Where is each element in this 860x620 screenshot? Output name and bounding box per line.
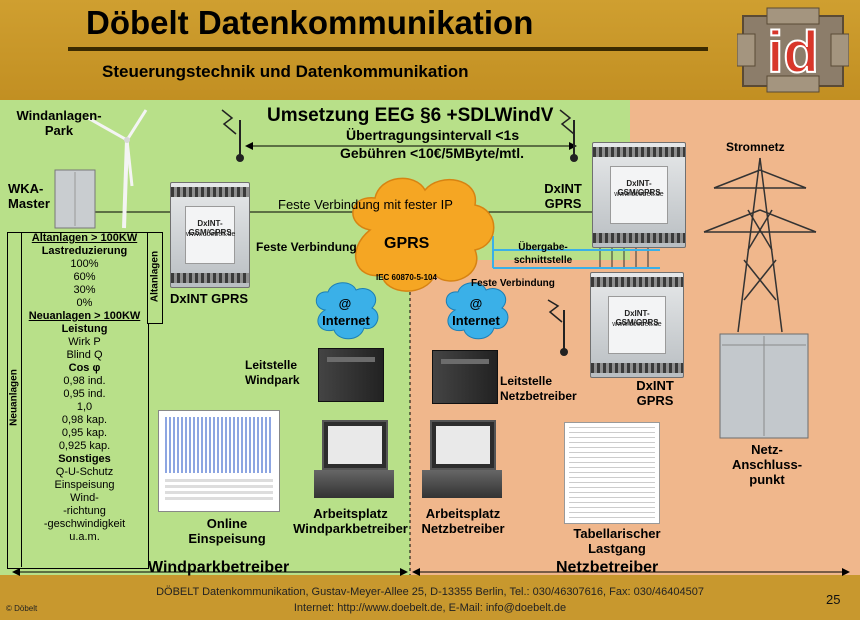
altanlagen-vertical-label: Altanlagen <box>149 250 161 303</box>
arbeitsplatz-wind-label: Arbeitsplatz Windparkbetreiber <box>293 506 408 536</box>
device-brand: DxINT-GSM/GPRS <box>617 178 661 197</box>
fees-text: Gebühren <10€/5MByte/mtl. <box>340 145 525 161</box>
device-brand: DxINT-GSM/GPRS <box>615 308 659 327</box>
cos-value: 0,925 kap. <box>58 440 111 452</box>
internet-at-left: @ <box>338 296 352 311</box>
parameters-table <box>7 232 149 569</box>
fixed-conn-right-label: Feste Verbindung <box>471 278 555 289</box>
footer-contact: Internet: http://www.doebelt.de, E-Mail:… <box>293 602 567 614</box>
tabellarischer-lastgang-image <box>564 422 660 524</box>
laptop-netz-base <box>422 470 502 498</box>
fixed-conn-left-label: Feste Verbindung <box>256 240 357 254</box>
leitstelle-netz-label: Leitstelle Netzbetreiber <box>500 374 577 403</box>
netzbetreiber-label: Netzbetreiber <box>556 559 659 576</box>
alt-value: 60% <box>73 271 96 283</box>
page-subtitle: Steuerungstechnik und Datenkommunikation <box>102 62 469 81</box>
headline: Umsetzung EEG §6 +SDLWindV <box>267 105 554 126</box>
footer-copyright: © Döbelt <box>6 604 38 613</box>
sonstiges-header: Sonstiges <box>58 453 111 465</box>
laptop-netz-screen <box>430 420 496 470</box>
leistung-header: Leistung <box>61 323 108 335</box>
iec-label: IEC 60870-5-104 <box>376 273 437 282</box>
internet-label-right: Internet <box>452 313 500 328</box>
wka-master-label: WKA- Master <box>8 181 50 211</box>
internet-label-left: Internet <box>322 313 370 328</box>
laptop-windpark-base <box>314 470 394 498</box>
diagram-lines <box>12 109 850 576</box>
cos-value: 0,95 ind. <box>63 388 106 400</box>
footer-address: DÖBELT Datenkommunikation, Gustav-Meyer-… <box>156 586 704 598</box>
pc-leitstelle-windpark <box>318 348 384 402</box>
netz-anschlusspunkt-label: Netz- Anschluss- punkt <box>731 442 803 487</box>
cos-value: 0,98 ind. <box>63 375 106 387</box>
altanlagen-sidebar: Altanlagen <box>147 232 163 324</box>
internet-cloud-left <box>315 282 379 340</box>
stromnetz-label: Stromnetz <box>726 140 785 154</box>
leistung-value: Blind Q <box>66 349 103 361</box>
alt-value: 100% <box>70 258 99 270</box>
page-title: Döbelt Datenkommunikation <box>86 4 534 41</box>
page-number: 25 <box>826 592 841 607</box>
dxint-right-top-label: DxINT GPRS <box>544 181 582 211</box>
dxint-left-label: DxINT GPRS <box>170 291 249 306</box>
cos-header: Cos φ <box>68 362 101 374</box>
alt-header: Altanlagen > 100KW <box>31 232 138 244</box>
device-url: www.doebelt.de <box>186 230 236 238</box>
online-label: Online Einspeisung <box>188 516 266 546</box>
neuanlagen-sidebar: Neuanlagen <box>7 232 22 567</box>
title-underline <box>68 47 708 51</box>
sonstiges-value: -geschwindigkeit <box>43 518 126 530</box>
internet-cloud-right <box>445 282 509 340</box>
logo-text: id <box>767 20 819 85</box>
cos-value: 1,0 <box>76 401 93 413</box>
neuanlagen-vertical-label: Neuanlagen <box>8 369 20 426</box>
cos-value: 0,98 kap. <box>61 414 108 426</box>
windpark-label: Windanlagen- Park <box>16 108 102 138</box>
alt-value: 30% <box>73 284 96 296</box>
lastreduzierung: Lastreduzierung <box>41 245 128 257</box>
pc-leitstelle-netz <box>432 350 498 404</box>
tabellarisch-label: Tabellarischer Lastgang <box>573 526 661 556</box>
gprs-label: GPRS <box>384 235 430 252</box>
sonstiges-value: Wind- <box>70 492 99 504</box>
arbeitsplatz-netz-label: Arbeitsplatz Netzbetreiber <box>421 506 505 536</box>
handover-label: Übergabe- schnittstelle <box>513 242 573 266</box>
company-logo: id <box>737 7 849 93</box>
sonstiges-value: Q-U-Schutz <box>55 466 114 478</box>
dxint-right-bottom-label: DxINT GPRS <box>636 378 674 408</box>
laptop-windpark-screen <box>322 420 388 470</box>
leistung-value: Wirk P <box>68 336 101 348</box>
footer <box>0 576 860 620</box>
windparkbetreiber-label: Windparkbetreiber <box>148 559 290 576</box>
sonstiges-value: -richtung <box>63 505 106 517</box>
leitstelle-windpark-label: Leitstelle Windpark <box>245 358 300 387</box>
device-brand: DxINT-GSM/GPRS <box>188 218 232 237</box>
gprs-cloud <box>352 177 495 292</box>
sonstiges-value: Einspeisung <box>54 479 115 491</box>
internet-at-right: @ <box>469 296 483 311</box>
device-url: www.doebelt.de <box>612 320 662 328</box>
fixed-ip-label: Feste Verbindung mit fester IP <box>278 197 453 212</box>
interval-text: Übertragungsintervall <1s <box>346 127 520 143</box>
alt-value: 0% <box>76 297 93 309</box>
device-url: www.doebelt.de <box>614 190 664 198</box>
neu-header: Neuanlagen > 100KW <box>28 310 141 322</box>
cos-value: 0,95 kap. <box>61 427 108 439</box>
online-einspeisung-image <box>158 410 280 512</box>
parameters-list: Altanlagen > 100KW Lastreduzierung 100% … <box>22 232 147 544</box>
sonstiges-value: u.a.m. <box>69 531 100 543</box>
